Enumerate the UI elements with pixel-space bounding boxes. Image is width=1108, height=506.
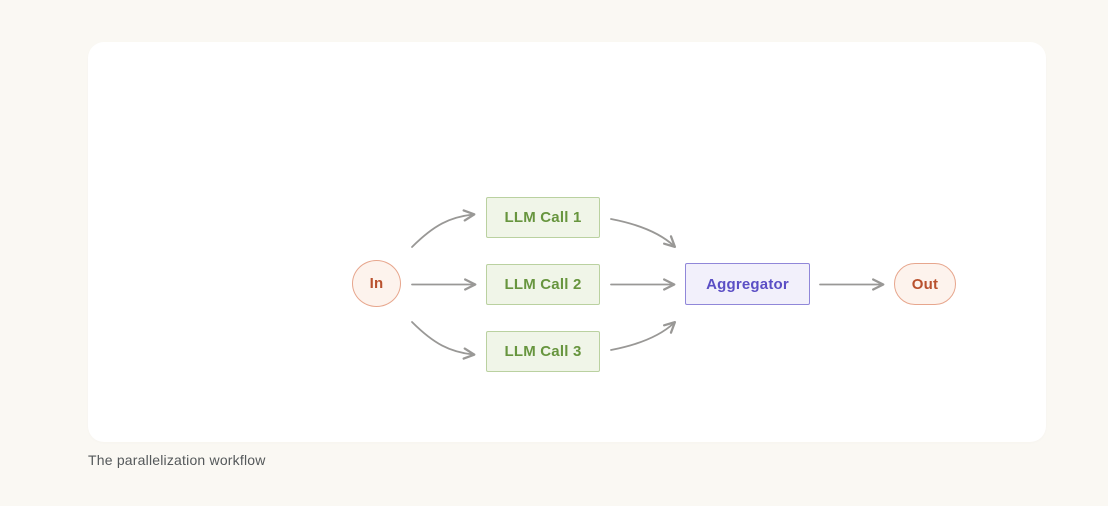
diagram-card: In LLM Call 1 LLM Call 2 LLM Call 3 Aggr… — [88, 42, 1046, 442]
node-aggregator-label: Aggregator — [706, 275, 789, 293]
node-aggregator: Aggregator — [685, 263, 810, 305]
arrow-llm3-to-aggregator — [610, 321, 677, 351]
node-llm-call-2: LLM Call 2 — [486, 264, 600, 305]
node-in: In — [352, 260, 401, 307]
node-in-label: In — [369, 275, 384, 292]
node-llm-call-3: LLM Call 3 — [486, 331, 600, 372]
arrow-llm1-to-aggregator — [610, 218, 677, 248]
node-out: Out — [894, 263, 956, 305]
node-llm-call-1-label: LLM Call 1 — [504, 209, 582, 226]
node-llm-call-2-label: LLM Call 2 — [504, 276, 582, 293]
arrow-in-to-llm3 — [411, 321, 476, 360]
node-out-label: Out — [911, 275, 939, 293]
node-llm-call-1: LLM Call 1 — [486, 197, 600, 238]
node-llm-call-3-label: LLM Call 3 — [504, 343, 582, 360]
diagram-caption: The parallelization workflow — [88, 452, 266, 468]
arrow-in-to-llm1 — [411, 209, 476, 248]
